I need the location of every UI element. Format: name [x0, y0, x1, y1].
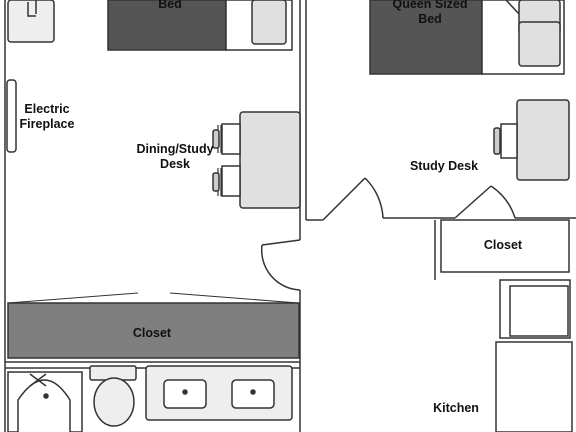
bathroom [7, 365, 293, 432]
closet-large-label: Closet [132, 326, 172, 340]
bed-left-label: Bed [158, 0, 182, 11]
bed-right-label: Queen Sized Bed [392, 0, 468, 26]
electric-fireplace [6, 79, 17, 153]
bed-right [369, 0, 565, 75]
bed-left [107, 0, 293, 51]
top-left-fixture [7, 0, 55, 43]
kitchen-counters [495, 279, 573, 432]
closet-large [7, 292, 300, 359]
closet-small [440, 219, 570, 273]
kitchen-label: Kitchen [433, 401, 479, 415]
dining-desk-label: Dining/Study Desk [136, 142, 214, 171]
door-swings [260, 177, 516, 291]
closet-small-label: Closet [483, 238, 523, 252]
study-desk [493, 99, 570, 181]
dining-desk [212, 111, 301, 209]
fireplace-label: Electric Fireplace [19, 102, 75, 131]
study-desk-label: Study Desk [409, 159, 479, 173]
